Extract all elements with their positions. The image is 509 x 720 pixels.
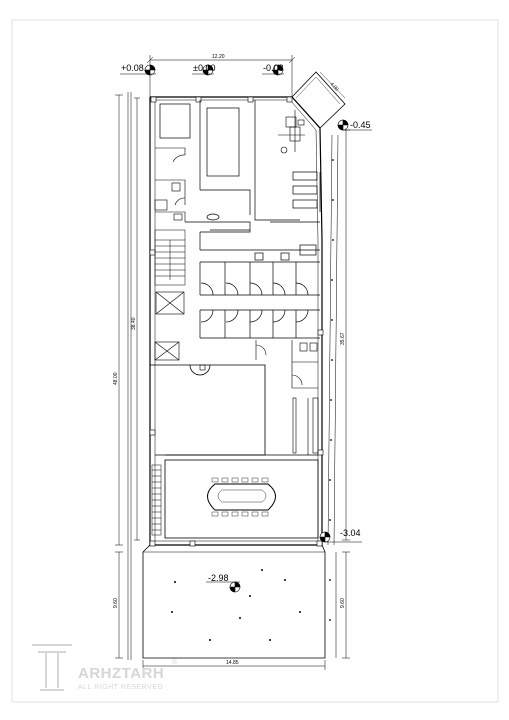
dim-left-outer: 48.00 bbox=[113, 372, 119, 385]
sheet-border bbox=[11, 19, 499, 703]
right-boundary bbox=[327, 129, 350, 659]
wc-left bbox=[154, 147, 186, 222]
angled-dim-line bbox=[319, 71, 346, 99]
level-upper-right: -0.45 bbox=[350, 120, 371, 130]
equipment bbox=[278, 110, 305, 154]
level-markers bbox=[120, 64, 372, 593]
dim-right-lower: 9.60 bbox=[340, 598, 346, 608]
wc-right bbox=[255, 340, 319, 455]
ramp-lower bbox=[151, 464, 162, 536]
level-lower-right: -3.04 bbox=[340, 528, 361, 538]
level-yard: -2.98 bbox=[208, 573, 229, 583]
dim-left-inner: 38.40 bbox=[131, 317, 137, 330]
dim-top-width: 12.20 bbox=[212, 54, 225, 60]
dim-left-lower: 9.60 bbox=[113, 598, 119, 608]
yard bbox=[142, 544, 326, 659]
bottom-dim-line bbox=[142, 660, 326, 670]
watermark-brand: ARHZTARH bbox=[78, 665, 164, 682]
stair-upper bbox=[154, 229, 186, 286]
dim-angled: 4.00 bbox=[329, 81, 340, 92]
watermark-emblem-icon bbox=[32, 644, 72, 691]
watermark-logo: ARHZTARH ALL RIGHT RESERVED ® bbox=[32, 644, 178, 691]
level-top-right: -0.08 bbox=[263, 63, 284, 73]
watermark-registered: ® bbox=[172, 658, 178, 666]
top-dim-line bbox=[146, 55, 296, 97]
dim-bottom-width: 14.85 bbox=[226, 660, 239, 666]
level-top-left: +0.08 bbox=[121, 63, 144, 73]
left-boundary bbox=[115, 92, 140, 660]
upper-rooms bbox=[159, 100, 321, 221]
elevators bbox=[154, 291, 185, 361]
dim-right-upper: 35.67 bbox=[340, 332, 346, 345]
meeting-room bbox=[164, 459, 319, 539]
columns bbox=[149, 96, 324, 547]
angled-extension bbox=[291, 71, 346, 129]
watermark-rights: ALL RIGHT RESERVED bbox=[78, 684, 163, 691]
level-top-mid: ±0.00 bbox=[193, 63, 215, 73]
large-hall bbox=[150, 364, 318, 456]
central-rooms bbox=[185, 213, 320, 339]
